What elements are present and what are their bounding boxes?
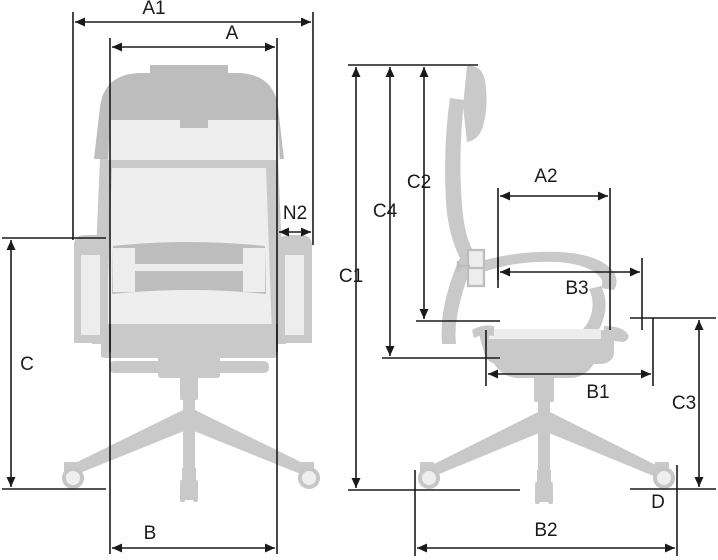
wheel-right-side-hub <box>657 471 671 485</box>
dim-label-a: A <box>226 23 239 44</box>
front-view-dimensions: A1 A N2 C B <box>2 0 314 554</box>
caster-center-fork-left <box>180 480 185 502</box>
dim-label-d: D <box>651 492 665 513</box>
dim-label-a1: A1 <box>142 0 165 19</box>
seat-front <box>101 324 277 358</box>
dim-label-b2: B2 <box>534 520 557 541</box>
dim-label-b3: B3 <box>565 278 588 299</box>
lever-left-front <box>109 361 161 373</box>
dim-label-c4: C4 <box>373 201 398 222</box>
seat-rear-connector-side <box>472 325 494 338</box>
dim-label-a2: A2 <box>534 166 557 187</box>
caster-center-fork-right <box>193 480 198 502</box>
dim-label-c1: C1 <box>339 266 363 287</box>
dim-label-c: C <box>20 354 34 375</box>
base-hub-front <box>183 408 195 470</box>
dim-label-c2: C2 <box>407 172 431 193</box>
seat-front-lip-side <box>604 326 629 342</box>
armrest-side <box>478 251 617 290</box>
caster-center-fork-right-side <box>548 482 553 504</box>
dim-label-b: B <box>144 523 157 544</box>
gas-cylinder-front <box>180 376 198 400</box>
gas-cylinder-side <box>534 376 554 402</box>
lumbar-pad-right <box>243 248 265 292</box>
dim-label-b1: B1 <box>586 382 609 403</box>
armrest-right-inner <box>285 255 304 335</box>
lumbar-slot-front <box>133 264 245 271</box>
wheel-right-front-hub <box>302 471 316 485</box>
backrest-side <box>445 98 476 262</box>
lumbar-pad-left <box>113 248 135 292</box>
lever-right-front <box>217 361 269 373</box>
headrest-mesh-front <box>108 120 280 160</box>
wheel-left-side-hub <box>422 471 436 485</box>
dim-label-n2: N2 <box>283 203 307 224</box>
front-view-chair <box>62 65 320 502</box>
headrest-side <box>463 65 487 142</box>
caster-center-front <box>182 468 196 500</box>
base-hub-side <box>538 410 550 472</box>
side-view-dimensions: C1 C4 C2 A2 B3 B1 <box>339 64 716 556</box>
armrest-left-inner <box>81 255 100 335</box>
seat-shell-side <box>492 360 596 378</box>
wheel-left-front-hub <box>66 471 80 485</box>
caster-center-side <box>537 470 551 502</box>
side-view-chair <box>418 65 675 504</box>
caster-center-fork-left-side <box>535 482 540 504</box>
seat-top-plate-side <box>489 329 601 339</box>
armrest-adjuster-outline <box>466 248 486 288</box>
dim-label-c3: C3 <box>672 393 696 414</box>
mechanism-front <box>158 354 220 378</box>
